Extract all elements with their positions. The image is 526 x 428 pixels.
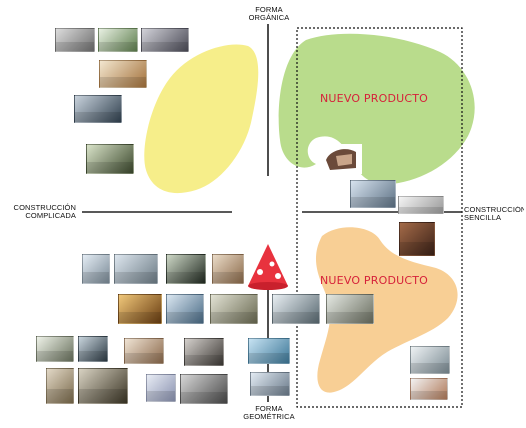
new-product-label-lower: NUEVO PRODUCTO <box>320 274 429 287</box>
reference-photo <box>114 254 158 284</box>
reference-photo <box>99 60 147 88</box>
reference-photo <box>180 374 228 404</box>
axis-label-top: FORMA ORGÁNICA <box>248 6 290 22</box>
reference-photo <box>410 346 450 374</box>
reference-photo <box>399 222 435 256</box>
reference-photo <box>78 336 108 362</box>
reference-photo <box>146 374 176 402</box>
orange-blob <box>315 227 458 393</box>
reference-photo <box>212 254 244 284</box>
reference-photo <box>78 368 128 404</box>
axis-label-left-line1: CONSTRUCCIÓN <box>13 203 76 212</box>
reference-photo <box>141 28 189 52</box>
red-cone-product-image <box>248 244 288 290</box>
reference-photo <box>166 254 206 284</box>
reference-photo <box>398 196 444 214</box>
axis-label-right: CONSTRUCCIÓN SENCILLA <box>464 206 524 222</box>
reference-photo <box>184 338 224 366</box>
reference-photo <box>74 95 122 123</box>
reference-photo <box>272 294 320 324</box>
yellow-blob <box>144 44 259 194</box>
axis-label-top-line2: ORGÁNICA <box>248 13 290 22</box>
axis-label-bottom-line1: FORMA <box>255 404 283 413</box>
reference-photo <box>124 338 164 364</box>
axis-label-right-line2: SENCILLA <box>464 213 502 222</box>
axis-label-right-line1: CONSTRUCCIÓN <box>464 206 524 214</box>
new-product-label-upper: NUEVO PRODUCTO <box>320 92 429 105</box>
reference-photo <box>410 378 448 400</box>
reference-photo <box>46 368 74 404</box>
reference-photo <box>36 336 74 362</box>
axis-label-bottom: FORMA GEOMÉTRICA <box>241 405 297 421</box>
axis-label-bottom-line2: GEOMÉTRICA <box>243 412 295 421</box>
new-product-sketch-image <box>316 144 362 174</box>
reference-photo <box>326 294 374 324</box>
reference-photo <box>250 372 290 396</box>
reference-photo <box>118 294 162 324</box>
reference-photo <box>350 180 396 208</box>
reference-photo <box>86 144 134 174</box>
reference-photo <box>98 28 138 52</box>
reference-photo <box>55 28 95 52</box>
reference-photo <box>248 338 290 364</box>
reference-photo <box>82 254 110 284</box>
axis-label-top-line1: FORMA <box>255 5 283 14</box>
reference-photo <box>210 294 258 324</box>
axis-label-left-line2: COMPLICADA <box>25 211 76 220</box>
axis-label-left: CONSTRUCCIÓN COMPLICADA <box>8 204 76 220</box>
reference-photo <box>166 294 204 324</box>
green-blob <box>278 33 475 185</box>
